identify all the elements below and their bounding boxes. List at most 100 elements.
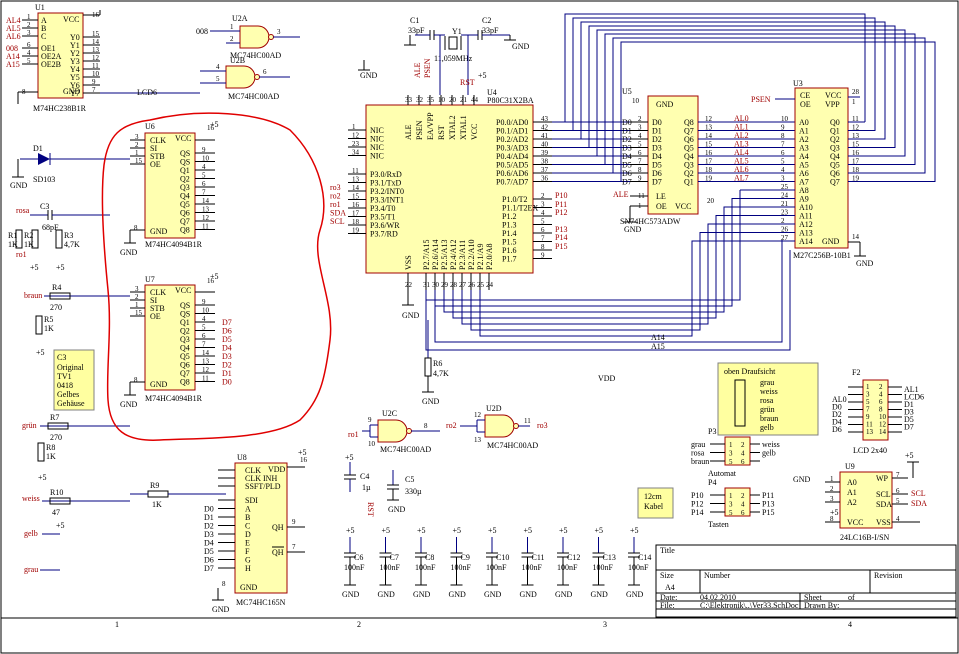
pin-number: 26 [468,281,476,289]
pin-number: 10 [202,155,210,163]
pin-number: 3 [729,450,733,458]
cap-ref: C12 [567,553,580,562]
pin-label: P0.1/AD1 [496,127,528,136]
pin-label: P1.0/T2 [502,195,528,204]
svg-text:VCC: VCC [675,202,691,211]
gnd-label: GND [449,590,467,599]
svg-text:GND: GND [150,227,168,236]
pin-label: Y1 [70,41,80,50]
svg-text:11,059MHz: 11,059MHz [434,54,473,63]
svg-text:47: 47 [52,508,60,517]
pin-label: A10 [799,203,813,212]
net-label: P14 [555,233,567,242]
power-label: +5 [595,526,604,535]
svg-text:16: 16 [207,277,215,285]
power-label: +5 [346,526,355,535]
net-label: D6 [222,327,232,336]
gate-u2a: U2A MC74HC00AD 008 1 2 3 [196,14,300,60]
pin-label: D5 [652,161,662,170]
svg-text:VCC: VCC [825,91,841,100]
net-label: D0 [622,118,632,127]
pin-line [479,240,740,337]
svg-text:R5: R5 [44,315,53,324]
svg-text:4: 4 [216,63,220,71]
svg-text:U2B: U2B [230,56,245,65]
svg-text:GND: GND [150,380,168,389]
pin-label: WP [876,474,889,483]
cap-value: 100nF [451,563,472,572]
svg-text:Title: Title [660,546,675,555]
pin-number: 2 [135,293,139,301]
pin-number: 28 [450,281,458,289]
svg-text:SN74HC573ADW: SN74HC573ADW [620,217,681,226]
pin-number: 11 [866,421,873,429]
net-label: gelb [762,449,776,458]
pin-label: G [245,556,251,565]
net-label: SCL [911,489,926,498]
pin-label: P1.7 [502,255,516,264]
svg-text:U2C: U2C [382,409,397,418]
pin-label: OE2A [41,52,62,61]
gnd-label: GND [591,590,609,599]
net-label: D7 [222,318,232,327]
pin-number: 12 [202,214,210,222]
net-label: D2 [222,361,232,370]
svg-text:GND: GND [856,259,874,268]
pin-label: H [245,564,251,573]
svg-text:VPP: VPP [825,100,840,109]
pin-label: A14 [799,237,813,246]
pin-number: 7 [638,158,642,166]
svg-text:+5: +5 [478,71,487,80]
pin-label: STB [150,152,165,161]
net-label: AL7 [734,174,749,183]
pin-label: P1.2 [502,212,516,221]
pin-number: 10 [879,413,887,421]
cap-value: 100nF [628,563,649,572]
gnd-label: GND [402,311,420,320]
net-label: P10 [555,191,567,200]
pin-number: 19 [705,175,713,183]
svg-text:P4: P4 [708,478,716,487]
pin-label: Y6 [70,81,80,90]
pin-number: 31 [423,281,431,289]
svg-text:24LC16B-I/SN: 24LC16B-I/SN [840,533,890,542]
pin-number: 14 [352,184,360,192]
gnd-label: GND [484,590,502,599]
pin-line [470,232,740,331]
svg-text:CE: CE [800,91,810,100]
svg-text:File:: File: [660,601,675,610]
svg-text:+5: +5 [36,348,45,357]
pin-label: P2.2/A10 [467,240,476,270]
pin-label: Q5 [830,161,840,170]
pin-number: 13 [866,428,874,436]
net-label: AL3 [734,140,749,149]
pin-label: P0.0/AD0 [496,118,528,127]
pin-number: 13 [202,358,210,366]
cap-ref: C10 [496,553,509,562]
pin-number: 6 [896,487,900,495]
pin-number: 20 [449,96,457,104]
pin-label: A13 [799,229,813,238]
svg-text:VCC: VCC [175,286,191,295]
gnd-label: GND [212,605,230,614]
net-label: AL5 [6,24,21,33]
pin-label: OE [150,312,161,321]
svg-text:1: 1 [230,23,234,31]
pin-label: SCL [876,490,891,499]
svg-text:QH: QH [272,523,284,532]
pin-number: 9 [781,124,785,132]
pin-number: 7 [541,235,545,243]
svg-text:GND: GND [512,42,530,51]
svg-text:Sheet: Sheet [804,593,823,602]
zone-number: 4 [848,620,852,629]
pin-number: 2 [741,441,745,449]
pin-number: 27 [459,281,467,289]
net-label: AL4 [734,148,749,157]
svg-text:5: 5 [216,75,220,83]
pin-number: 16 [705,149,713,157]
svg-text:Gelbes: Gelbes [57,390,79,399]
svg-text:68pF: 68pF [42,223,59,232]
net-label: P13 [555,225,567,234]
